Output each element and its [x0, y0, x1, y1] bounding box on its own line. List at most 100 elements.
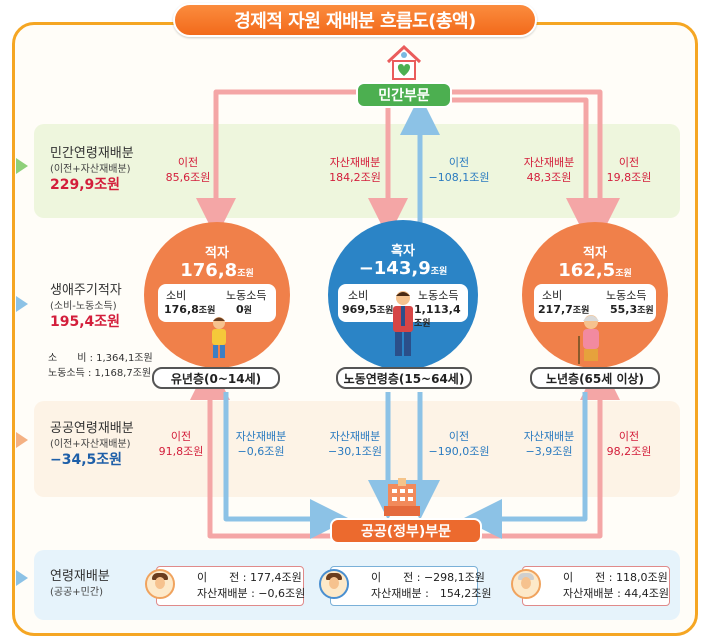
group-elderly-status: 적자 — [583, 246, 607, 261]
flow-public-2: 자산재배분−30,1조원 — [322, 430, 388, 460]
lifecycle-consumption-label: 소 비 — [48, 353, 87, 364]
private-realloc-title: 민간연령재배분 — [50, 146, 134, 161]
summary-elderly-asset: 자산재배분 : 44,4조원 — [563, 586, 669, 602]
public-sector: 공공(정부)부문 — [330, 518, 482, 544]
summary-elderly-transfer: 이 전 : 118,0조원 — [563, 570, 668, 586]
group-youth-consumption-unit: 조원 — [198, 306, 216, 316]
summary-elderly-avatar-icon — [511, 569, 541, 599]
lifecycle-sub: (소비-노동소득) — [50, 300, 117, 312]
summary-elderly-asset-value: : 44,4조원 — [617, 586, 670, 600]
summary-working-asset-label: 자산재배분 — [371, 586, 422, 600]
group-elderly-labor-label: 노동소득 — [606, 289, 647, 302]
age-realloc-sub: (공공+민간) — [50, 586, 103, 598]
flow-public-3-label: 이전 — [448, 430, 470, 443]
group-elderly-amount-value: 162,5 — [558, 260, 616, 281]
group-youth-consumption-label: 소비 — [166, 289, 187, 302]
summary-youth: 이 전 : 177,4조원 자산재배분 : −0,6조원 — [145, 566, 306, 606]
summary-working-asset-value: : 154,2조원 — [425, 586, 492, 600]
adult-icon — [393, 291, 413, 356]
summary-elderly-asset-label: 자산재배분 — [563, 586, 614, 600]
flow-public-4-value: −3,9조원 — [525, 444, 573, 458]
flow-public-1-label: 자산재배분 — [235, 430, 287, 443]
group-elderly-box: 소비 217,7조원 노동소득 55,3조원 — [534, 284, 656, 322]
group-working-amount-unit: 조원 — [430, 267, 448, 277]
public-realloc-value: −34,5조원 — [50, 452, 123, 469]
group-working-labor-value: 1,113,4 — [414, 303, 461, 316]
summary-working-transfer-value: : −298,1조원 — [416, 571, 485, 584]
flow-public-5-value: 98,2조원 — [606, 444, 652, 458]
group-youth-labor: 0원 — [236, 303, 252, 316]
group-working-labor-unit: 조원 — [414, 319, 431, 329]
group-working-amount: −143,9조원 — [328, 258, 478, 279]
elder-icon — [578, 315, 599, 364]
summary-youth-transfer: 이 전 : 177,4조원 — [197, 570, 302, 586]
group-youth-labor-value: 0 — [236, 303, 244, 316]
group-youth-amount-unit: 조원 — [237, 269, 254, 279]
flow-private-3-value: 48,3조원 — [526, 170, 572, 184]
flow-public-2-value: −30,1조원 — [328, 444, 382, 458]
flow-private-2: 이전−108,1조원 — [424, 156, 494, 186]
group-elderly-consumption: 217,7조원 — [538, 303, 589, 316]
summary-working-transfer: 이 전 : −298,1조원 — [371, 570, 485, 586]
row-arrow-lifecycle — [16, 296, 28, 312]
public-realloc-title: 공공연령재배분 — [50, 421, 134, 436]
group-youth-label: 유년층(0~14세) — [152, 367, 280, 389]
row-arrow-age — [16, 570, 28, 586]
flow-private-0-label: 이전 — [177, 156, 199, 169]
group-youth-labor-label: 노동소득 — [226, 289, 267, 302]
flow-public-4-label: 자산재배분 — [523, 430, 575, 443]
summary-youth-asset-value: : −0,6조원 — [251, 586, 306, 600]
group-elderly-labor-value: 55,3 — [610, 303, 638, 316]
group-elderly-labor: 55,3조원 — [610, 303, 654, 316]
group-youth-labor-unit: 원 — [243, 306, 252, 316]
row-arrow-public — [16, 432, 28, 448]
flow-private-2-label: 이전 — [448, 156, 470, 169]
private-realloc-sub: (이전+자산재배분) — [50, 163, 131, 175]
summary-youth-transfer-label: 이 전 — [197, 571, 240, 584]
diagram-title: 경제적 자원 재배분 흐름도(총액) — [173, 3, 537, 37]
flow-public-1: 자산재배분−0,6조원 — [228, 430, 294, 460]
flow-public-4: 자산재배분−3,9조원 — [516, 430, 582, 460]
summary-youth-transfer-value: : 177,4조원 — [242, 571, 302, 584]
lifecycle-labor: 노동소득 : 1,168,7조원 — [48, 364, 151, 379]
group-working-status: 흑자 — [391, 244, 415, 259]
flow-private-1-label: 자산재배분 — [329, 156, 381, 169]
flow-public-5-label: 이전 — [618, 430, 640, 443]
group-working-consumption-value: 969,5 — [342, 303, 377, 316]
summary-youth-asset-label: 자산재배분 — [197, 586, 248, 600]
flow-public-3-value: −190,0조원 — [428, 444, 490, 458]
lifecycle-value: 195,4조원 — [50, 314, 121, 331]
flow-public-0-value: 91,8조원 — [158, 444, 204, 458]
summary-working-transfer-label: 이 전 — [371, 571, 414, 584]
group-working-labor-label: 노동소득 — [418, 289, 459, 302]
group-youth-status: 적자 — [205, 246, 229, 261]
group-elderly-amount-unit: 조원 — [615, 269, 632, 279]
flow-public-3: 이전−190,0조원 — [424, 430, 494, 460]
group-elderly-consumption-label: 소비 — [542, 289, 563, 302]
group-elderly-consumption-unit: 조원 — [572, 306, 590, 316]
group-youth-box: 소비 176,8조원 노동소득 0원 — [158, 284, 276, 322]
summary-working-asset: 자산재배분 : 154,2조원 — [371, 586, 492, 602]
group-youth-amount-value: 176,8 — [180, 260, 238, 281]
lifecycle-labor-value: : 1,168,7조원 — [88, 368, 152, 379]
private-realloc-label: 민간연령재배분 (이전+자산재배분) 229,9조원 — [50, 145, 134, 195]
flow-public-2-label: 자산재배분 — [329, 430, 381, 443]
summary-elderly-transfer-value: : 118,0조원 — [608, 571, 668, 584]
group-working-consumption: 969,5조원 — [342, 303, 393, 316]
group-elderly-labor-unit: 조원 — [637, 306, 654, 316]
summary-elderly: 이 전 : 118,0조원 자산재배분 : 44,4조원 — [511, 566, 670, 606]
summary-elderly-transfer-label: 이 전 — [563, 571, 606, 584]
lifecycle-consumption: 소 비 : 1,364,1조원 — [48, 349, 153, 364]
flow-private-1-value: 184,2조원 — [329, 170, 381, 184]
flow-private-0-value: 85,6조원 — [165, 170, 211, 184]
group-working-amount-value: −143,9 — [358, 258, 431, 279]
lifecycle-title: 생애주기적자 — [50, 283, 122, 298]
public-realloc-label: 공공연령재배분 (이전+자산재배분) −34,5조원 — [50, 420, 134, 470]
group-working-label: 노동연령층(15~64세) — [336, 367, 472, 389]
group-working-labor: 1,113,4 조원 — [414, 303, 468, 329]
